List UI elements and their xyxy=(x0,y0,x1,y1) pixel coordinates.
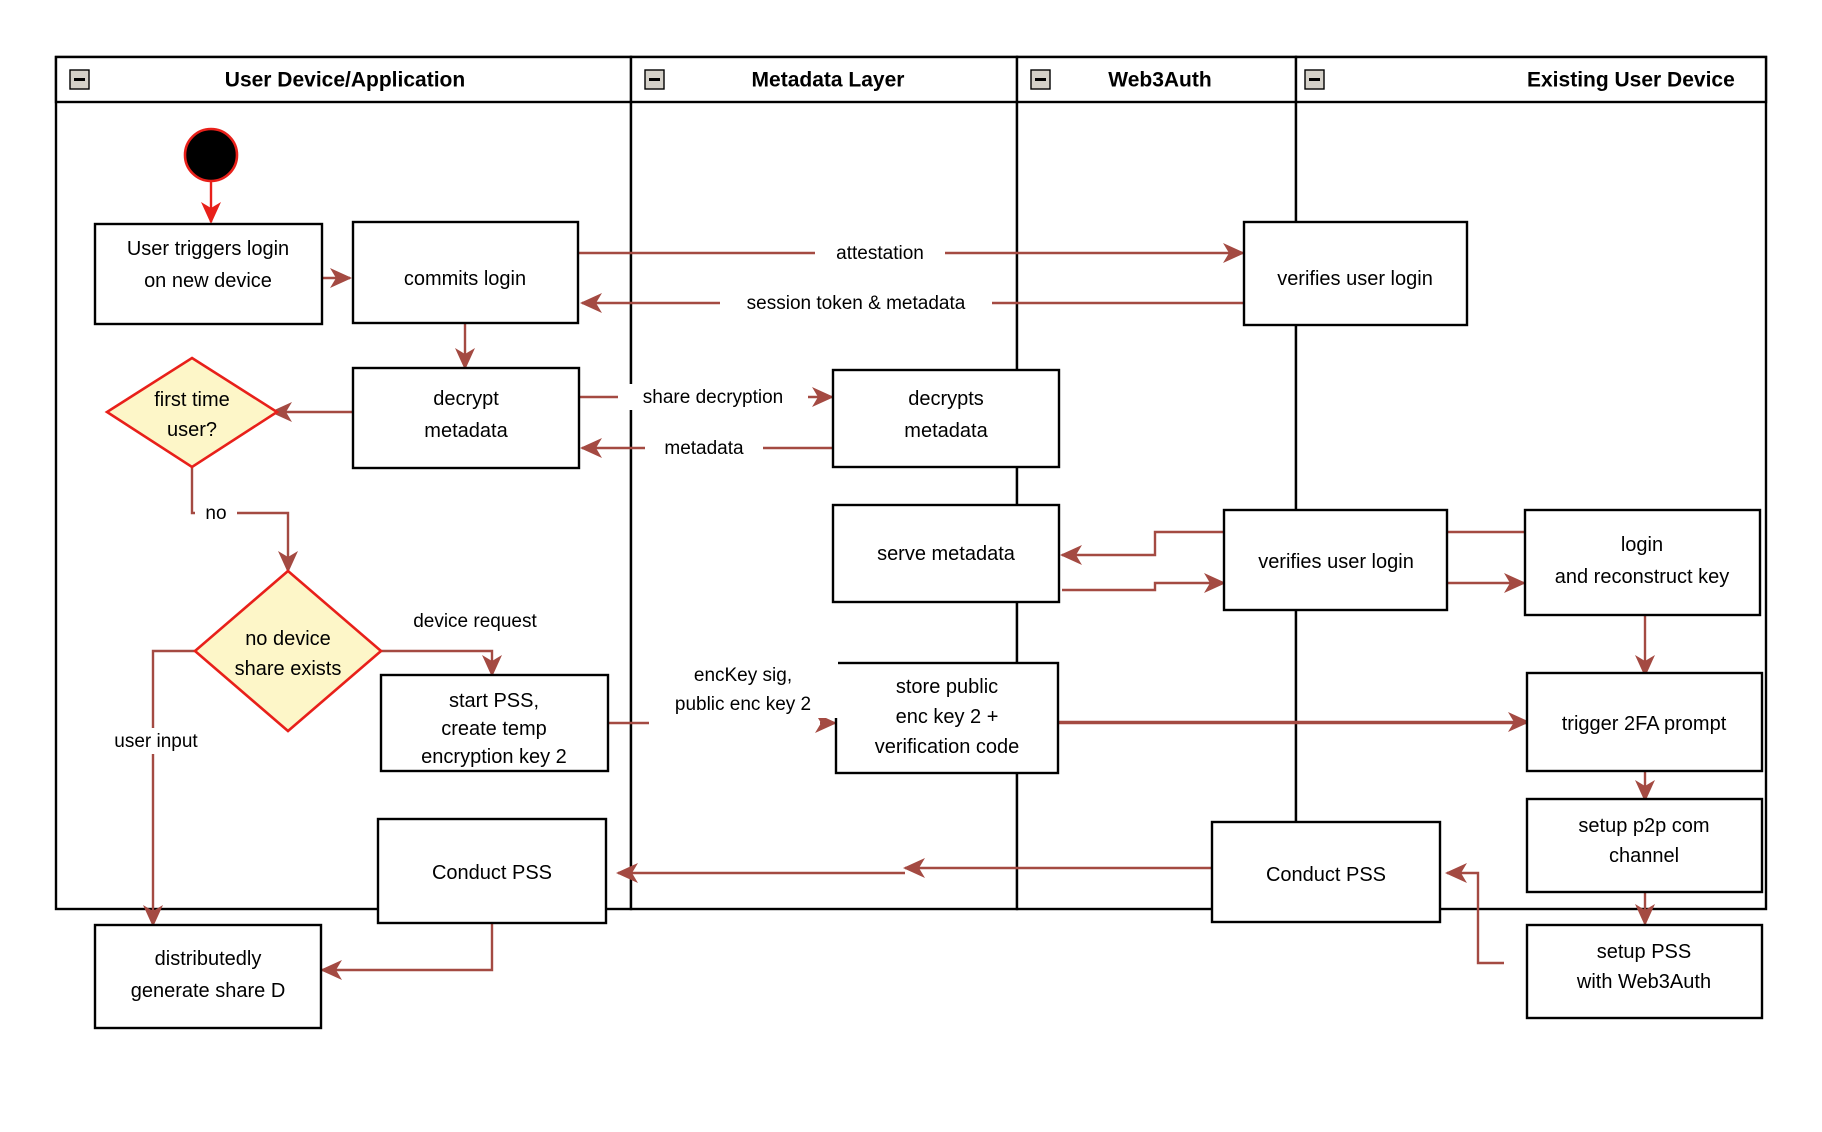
edge-label-no: no xyxy=(205,503,226,524)
nodes: User triggers login on new device commit… xyxy=(93,127,1764,1030)
node-label-line: on new device xyxy=(144,270,272,292)
node-start-pss-create-temp-key[interactable]: start PSS, create temp encryption key 2 xyxy=(379,673,610,773)
minus-icon[interactable] xyxy=(644,69,665,90)
edge-label-device-request: device request xyxy=(413,611,537,632)
node-conduct-pss-user[interactable]: Conduct PSS xyxy=(376,817,608,925)
lane-title-web3auth: Web3Auth xyxy=(1108,69,1211,92)
edge-label-enckey-sig-line2: public enc key 2 xyxy=(675,694,811,715)
node-label-line: channel xyxy=(1609,845,1679,867)
node-label-line: share exists xyxy=(235,658,342,680)
start-node xyxy=(183,127,239,183)
node-label-line: metadata xyxy=(424,420,508,442)
node-decrypts-metadata[interactable]: decrypts metadata xyxy=(831,368,1061,469)
lane-title-metadata: Metadata Layer xyxy=(752,69,905,92)
lane-title-user-device: User Device/Application xyxy=(225,69,465,92)
edge-label-enckey-sig-line1: encKey sig, xyxy=(694,665,792,686)
edge-verifies-to-serve-metadata xyxy=(1060,530,1224,565)
lane-header-metadata xyxy=(629,55,1019,104)
lane-header-web3auth xyxy=(1015,55,1298,104)
node-label-line: enc key 2 + xyxy=(896,706,999,728)
node-label-line: trigger 2FA prompt xyxy=(1562,713,1727,735)
node-label-line: User triggers login xyxy=(127,238,289,260)
minus-icon[interactable] xyxy=(1304,69,1325,90)
node-verifies-user-login-2[interactable]: verifies user login xyxy=(1222,508,1449,612)
node-decrypt-metadata[interactable]: decrypt metadata xyxy=(351,366,581,470)
node-label-line: generate share D xyxy=(131,980,286,1002)
lane-body-existing-device xyxy=(1294,55,1768,911)
edge-labels: attestation session token & metadata sha… xyxy=(95,240,992,754)
node-label-line: serve metadata xyxy=(877,543,1016,565)
edge-label-attestation: attestation xyxy=(836,243,924,264)
edge-label-session-token: session token & metadata xyxy=(747,293,966,314)
lane-title-existing-device: Existing User Device xyxy=(1527,69,1735,92)
minus-icon[interactable] xyxy=(69,69,90,90)
node-commits-login[interactable]: commits login xyxy=(351,220,580,325)
edge-label-user-input: user input xyxy=(114,731,198,752)
edge-device-request xyxy=(368,649,502,677)
node-label-line: Conduct PSS xyxy=(432,862,552,884)
node-login-and-reconstruct-key[interactable]: login and reconstruct key xyxy=(1523,508,1762,617)
node-label-line: encryption key 2 xyxy=(421,746,567,768)
node-label-line: with Web3Auth xyxy=(1576,971,1711,993)
node-store-public-enc-key[interactable]: store public enc key 2 + verification co… xyxy=(834,661,1060,775)
lane-body-user-device xyxy=(54,55,633,911)
lane-header-existing-device xyxy=(1294,55,1768,104)
node-serve-metadata[interactable]: serve metadata xyxy=(831,503,1061,604)
node-label-line: first time xyxy=(154,389,230,411)
node-first-time-user[interactable]: first time user? xyxy=(104,356,280,469)
lane-header-user-device xyxy=(54,55,633,104)
node-setup-p2p-com-channel[interactable]: setup p2p com channel xyxy=(1525,797,1764,894)
node-label-line: metadata xyxy=(904,420,988,442)
minus-icon[interactable] xyxy=(1030,69,1051,90)
node-label-line: setup PSS xyxy=(1597,941,1692,963)
lane-body-web3auth xyxy=(1015,55,1298,911)
node-label-line: verification code xyxy=(875,736,1020,758)
edge-setup-pss-to-conduct-pss-web3auth xyxy=(1445,863,1504,965)
node-label-line: store public xyxy=(896,676,998,698)
lane-titles: User Device/Application Metadata Layer W… xyxy=(225,69,1735,92)
edge-conduct-pss-to-share-d xyxy=(320,923,494,980)
lane-headers xyxy=(54,55,1768,104)
edge-user-input xyxy=(143,649,208,927)
edge-label-share-decryption: share decryption xyxy=(643,387,783,408)
node-user-triggers-login[interactable]: User triggers login on new device xyxy=(93,222,324,326)
lane-body-metadata xyxy=(629,55,1019,911)
node-label-line: verifies user login xyxy=(1258,551,1414,573)
lane-bodies xyxy=(54,55,1768,911)
node-label-line: decrypts xyxy=(908,388,984,410)
node-label-line: login xyxy=(1621,534,1663,556)
node-label-line: Conduct PSS xyxy=(1266,864,1386,886)
node-label-line: create temp xyxy=(441,718,547,740)
edge-label-metadata: metadata xyxy=(664,438,744,459)
node-label-line: distributedly xyxy=(155,948,262,970)
node-label-line: setup p2p com xyxy=(1578,815,1709,837)
node-label-line: verifies user login xyxy=(1277,268,1433,290)
node-label-line: no device xyxy=(245,628,331,650)
node-distributedly-generate-share-d[interactable]: distributedly generate share D xyxy=(93,923,323,1030)
node-label-line: commits login xyxy=(404,268,526,290)
edge-serve-metadata-to-verifies xyxy=(1062,573,1226,593)
node-trigger-2fa-prompt[interactable]: trigger 2FA prompt xyxy=(1525,671,1764,773)
node-label-line: user? xyxy=(167,419,217,441)
edge-no-branch xyxy=(190,466,298,573)
node-setup-pss-with-web3auth[interactable]: setup PSS with Web3Auth xyxy=(1525,923,1764,1020)
node-label-line: start PSS, xyxy=(449,690,539,712)
node-verifies-user-login-1[interactable]: verifies user login xyxy=(1242,220,1469,327)
node-label-line: decrypt xyxy=(433,388,499,410)
node-conduct-pss-web3auth[interactable]: Conduct PSS xyxy=(1210,820,1442,924)
lane-collapse-buttons[interactable] xyxy=(69,69,1325,90)
node-no-device-share-exists[interactable]: no device share exists xyxy=(193,569,383,733)
node-label-line: and reconstruct key xyxy=(1555,566,1730,588)
